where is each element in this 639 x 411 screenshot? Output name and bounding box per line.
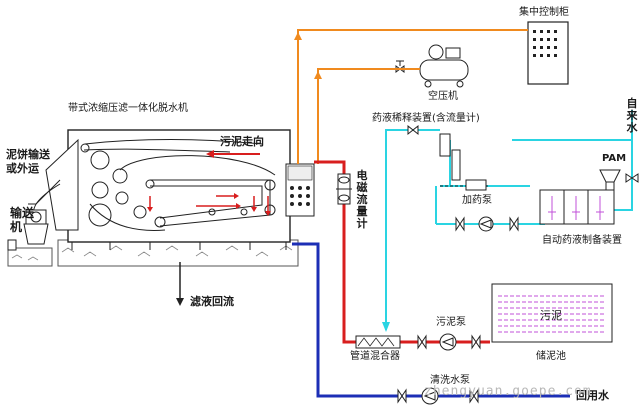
air-arrow-2 — [314, 71, 322, 79]
watermark-text: zhengyuan.goepe.com — [424, 384, 592, 399]
water-lines — [292, 242, 570, 398]
dosing-pump-group — [455, 216, 519, 232]
conveyor-label: 输送 机 — [10, 206, 35, 234]
sludge-pump-label: 污泥泵 — [436, 317, 466, 328]
belt-press-machine — [33, 129, 315, 250]
ground-base — [7, 239, 299, 267]
sludge-line — [314, 160, 490, 344]
reuse-water-label: 回用水 — [576, 389, 609, 402]
control-cabinet — [527, 21, 569, 85]
tap-water-label: 自来水 — [626, 97, 638, 134]
sludge-pump-group — [417, 333, 481, 351]
pipe-mixer-label: 管道混合器 — [350, 351, 400, 362]
sludge-in-tank-label: 污泥 — [540, 309, 562, 322]
auto-dosing-label: 自动药液制备装置 — [542, 235, 622, 246]
dilution-device-label: 药液稀释装置(含流量计) — [372, 113, 480, 124]
reagent-arrow-down — [382, 322, 390, 332]
air-compressor — [395, 44, 469, 88]
sludge-direction-arrow — [206, 150, 260, 158]
auto-dosing-unit — [539, 169, 639, 225]
flowmeter-label: 电磁流量计 — [356, 169, 368, 230]
sludge-direction-label: 污泥走向 — [220, 135, 264, 148]
sludge-tank-label: 储泥池 — [536, 351, 566, 362]
pipe-mixer — [355, 335, 401, 349]
wash-pump-group — [397, 387, 479, 405]
dilution-device — [407, 124, 488, 191]
pam-label: PAM — [602, 153, 627, 164]
filtrate-return-arrow — [176, 262, 184, 306]
air-arrow-1 — [294, 32, 302, 40]
air-control-lines — [297, 29, 528, 164]
sludge-tank — [491, 283, 613, 343]
filtrate-return-label: 滤液回流 — [190, 295, 234, 308]
cake-transport-label: 泥饼输送 或外运 — [6, 148, 50, 175]
dosing-pump-label: 加药泵 — [462, 195, 492, 206]
conveyor-unit — [7, 179, 61, 251]
control-cabinet-label: 集中控制柜 — [519, 7, 569, 18]
air-compressor-label: 空压机 — [428, 91, 458, 102]
wash-pump-label: 清洗水泵 — [430, 375, 470, 386]
machine-title-label: 带式浓缩压滤一体化脱水机 — [68, 103, 188, 114]
flowmeter — [336, 173, 352, 205]
